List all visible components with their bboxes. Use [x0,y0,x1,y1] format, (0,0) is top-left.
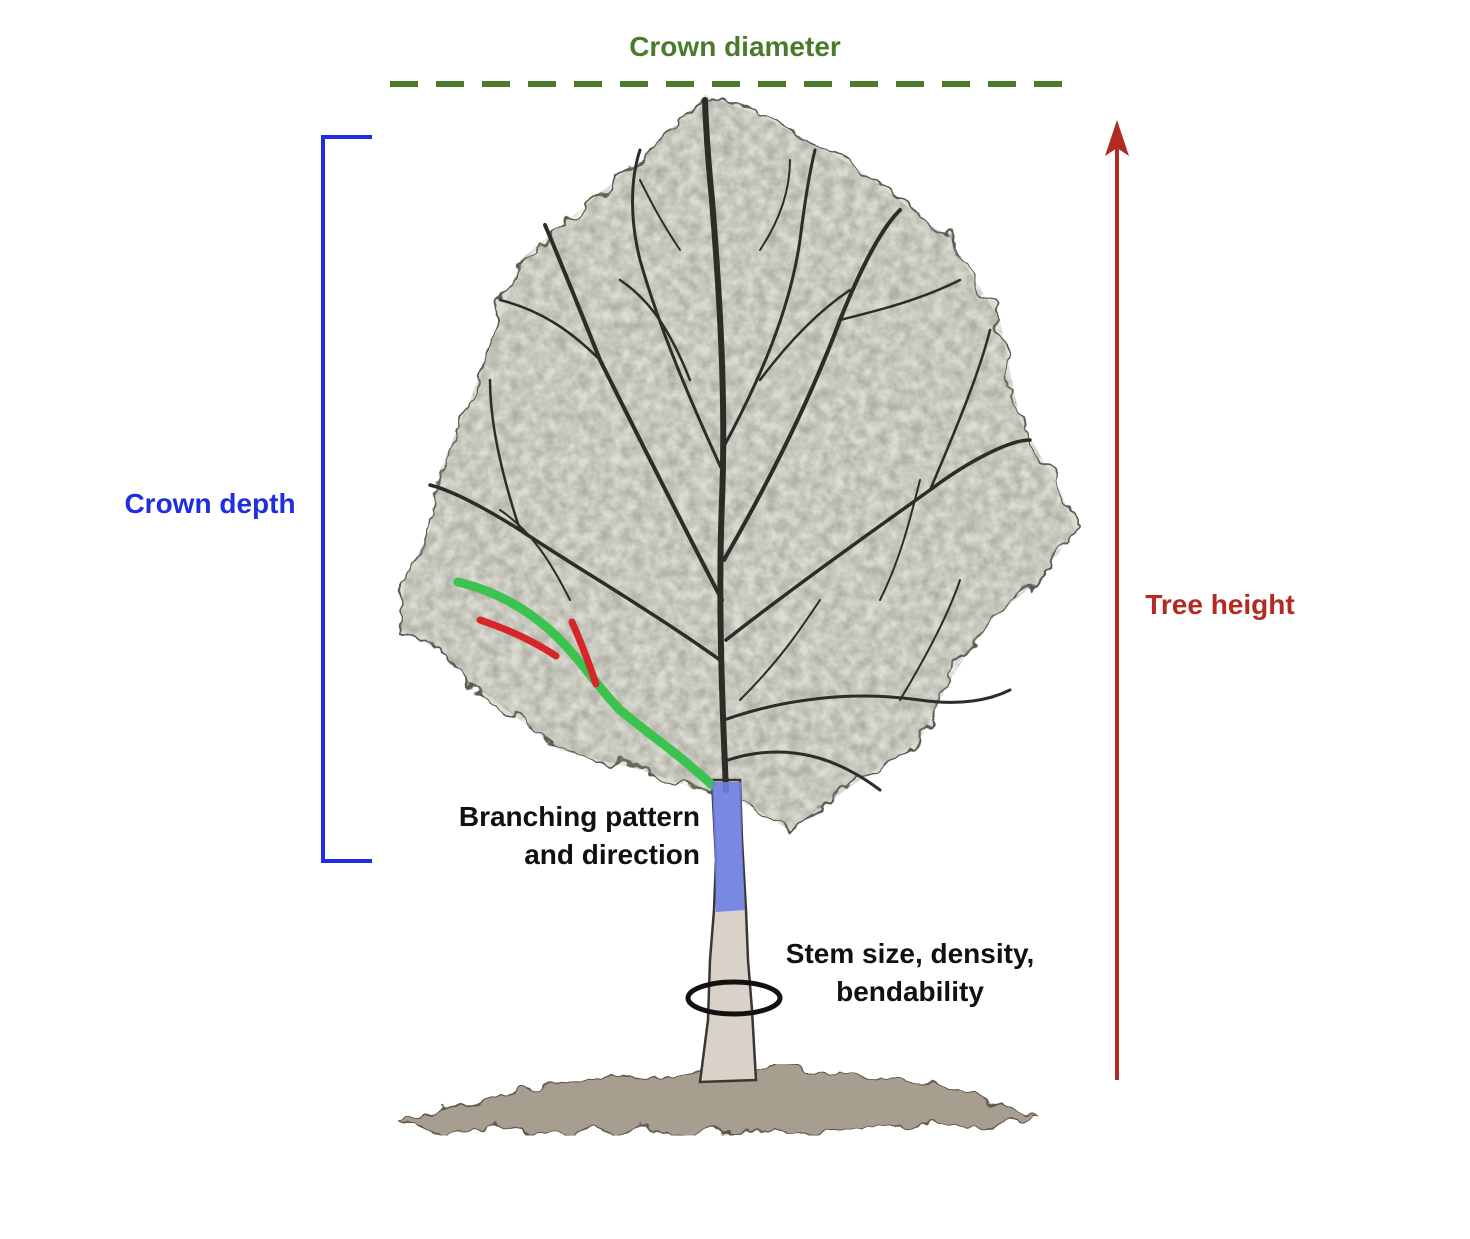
stem-measurement-ring [685,979,783,1017]
stem-label-line1: Stem size, density, [785,938,1035,969]
tree-crown [398,93,1077,832]
branching-label-line1: Branching pattern [458,801,700,832]
highlighted-branch-red [476,616,560,660]
tree-height-arrow [1105,120,1129,1080]
stem-properties-label: Stem size, density, bendability [740,935,1080,1011]
branch-lines [428,97,1032,793]
crown-diameter-label: Crown diameter [629,31,841,62]
crown-depth-label: Crown depth [124,488,296,519]
tree-height-label: Tree height [1145,589,1295,620]
stem-label-line2: bendability [836,976,984,1007]
branching-label-line2: and direction [524,839,700,870]
highlighted-branch-green [453,577,717,790]
trunk-highlight [712,782,745,912]
crown-depth-bracket [321,135,372,863]
highlighted-branch-red-upright [568,618,600,688]
branching-pattern-label: Branching pattern and direction [380,798,700,874]
ground-mound [394,1066,1043,1133]
